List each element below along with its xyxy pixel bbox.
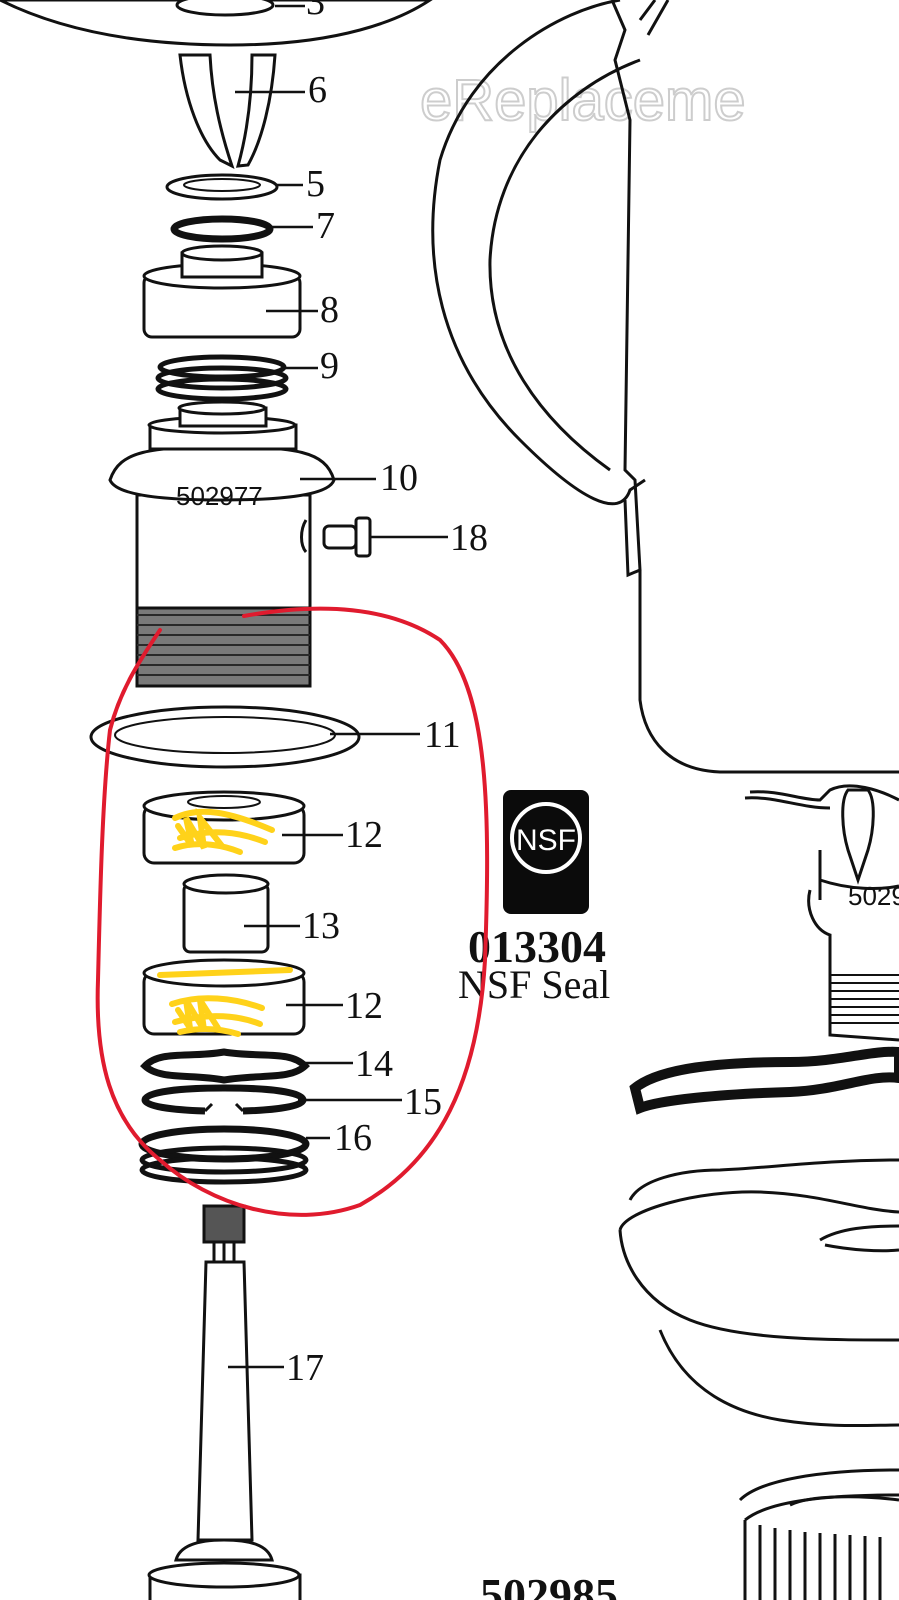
nsf-logo-text: NSF: [516, 824, 576, 857]
drive-seal-part: [138, 1125, 310, 1185]
callout-17: 17: [286, 1347, 324, 1389]
bottom-part-code: 502985: [480, 1569, 618, 1600]
callout-5: 5: [306, 163, 325, 205]
callout-12-upper: 12: [345, 814, 383, 856]
callout-6: 6: [308, 69, 327, 111]
callout-14: 14: [355, 1043, 393, 1085]
callout-16: 16: [334, 1117, 372, 1159]
callout-15: 15: [404, 1081, 442, 1123]
wave-washer-part: [140, 1048, 310, 1084]
blade-assembly: [178, 53, 277, 169]
o-ring-part: [170, 215, 274, 243]
highlighter-scribble-upper: [172, 807, 275, 855]
upper-bearing-part: [142, 790, 306, 865]
bearing-housing-part: [108, 400, 336, 688]
watermark-text: eReplaceme: [420, 68, 746, 133]
pin-part: [300, 516, 372, 558]
callout-9: 9: [320, 345, 339, 387]
gasket-ring-part: [89, 705, 361, 769]
bushing-part: [142, 244, 302, 339]
callout-7: 7: [316, 205, 335, 247]
callout-13: 13: [302, 905, 340, 947]
blender-jar-outline: [431, 0, 899, 774]
part-marking-502977: 502977: [176, 481, 263, 511]
callout-3: 3: [306, 0, 325, 23]
right-threads: [830, 974, 899, 1024]
callout-10: 10: [380, 457, 418, 499]
callout-12-lower: 12: [345, 985, 383, 1027]
nsf-part-number: 013304: [468, 921, 606, 972]
right-part-marking: 502977: [848, 881, 899, 911]
nsf-badge: NSF: [503, 790, 589, 914]
retaining-ring-part: [141, 1084, 307, 1115]
highlighter-scribble-lower: [157, 967, 293, 1037]
seal-ring-part: [155, 354, 289, 402]
callout-8: 8: [320, 289, 339, 331]
callout-11: 11: [424, 714, 461, 756]
callout-18: 18: [450, 517, 488, 559]
jar-top-part: [0, 0, 433, 47]
blender-base-assembly: 502977: [618, 784, 899, 1600]
drive-shaft-part: [147, 1204, 302, 1600]
red-annotation-circle: [95, 606, 490, 1217]
washer-hole: [183, 178, 261, 192]
spacer-sleeve-part: [182, 873, 270, 954]
